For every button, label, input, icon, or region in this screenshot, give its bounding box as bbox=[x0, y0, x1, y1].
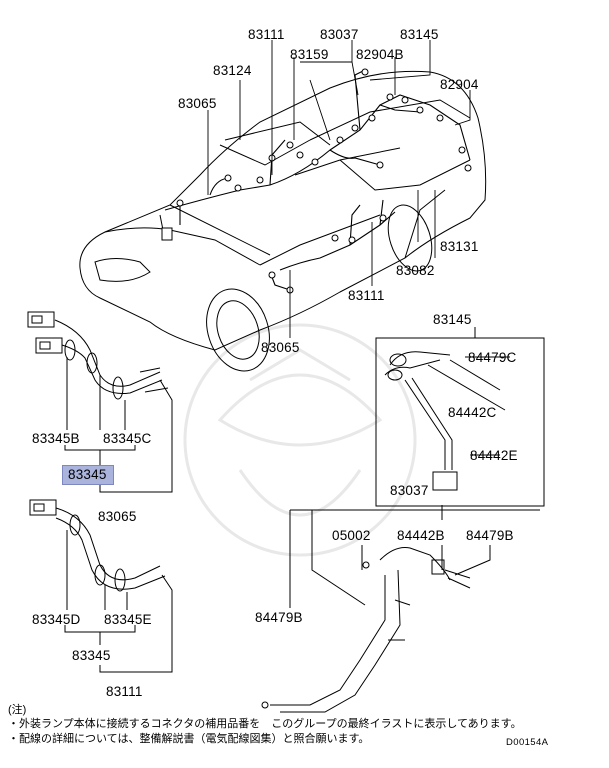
label-83159: 83159 bbox=[290, 47, 329, 62]
label-84442B: 84442B bbox=[397, 528, 445, 543]
label-83345E: 83345E bbox=[104, 612, 152, 627]
label-83111-mid: 83111 bbox=[348, 288, 385, 303]
label-84442C: 84442C bbox=[448, 405, 497, 420]
car-body bbox=[79, 70, 487, 372]
note-title: (注) bbox=[8, 704, 27, 716]
drawing-code: D00154A bbox=[506, 737, 549, 748]
pigtail-lower bbox=[29, 499, 173, 673]
label-83082: 83082 bbox=[396, 263, 435, 278]
label-83065-left: 83065 bbox=[98, 509, 137, 524]
label-83345B: 83345B bbox=[32, 431, 80, 446]
label-83065-mid: 83065 bbox=[261, 340, 300, 355]
watermark-emblem bbox=[183, 323, 417, 557]
label-82904: 82904 bbox=[440, 77, 479, 92]
label-83037-low: 83037 bbox=[390, 483, 429, 498]
note-line-2: ・配線の詳細については、整備解説書（電気配線図集）と照合願います。 bbox=[8, 733, 370, 745]
leader-lines-top bbox=[207, 40, 471, 338]
label-84479C: 84479C bbox=[468, 350, 517, 365]
label-84479B-right: 84479B bbox=[466, 528, 514, 543]
label-83111-top: 83111 bbox=[248, 27, 285, 42]
box-83145 bbox=[375, 327, 545, 507]
label-83124: 83124 bbox=[213, 63, 252, 78]
label-83345-highlighted[interactable]: 83345 bbox=[62, 465, 114, 485]
label-83065-top: 83065 bbox=[178, 96, 217, 111]
label-83037-top: 83037 bbox=[320, 27, 359, 42]
pigtail-upper bbox=[27, 311, 173, 493]
label-83145-top: 83145 bbox=[400, 27, 439, 42]
label-05002: 05002 bbox=[332, 528, 371, 543]
label-84479B-left: 84479B bbox=[255, 610, 303, 625]
label-84442E: 84442E bbox=[470, 448, 518, 463]
label-82904B: 82904B bbox=[356, 47, 404, 62]
harness-lower-right bbox=[261, 505, 540, 713]
note-line-1: ・外装ランプ本体に接続するコネクタの補用品番を このグループの最終イラストに表示… bbox=[8, 718, 522, 730]
label-83131: 83131 bbox=[440, 239, 479, 254]
label-83345C: 83345C bbox=[103, 431, 152, 446]
label-83145-box: 83145 bbox=[433, 312, 472, 327]
label-83345-low: 83345 bbox=[72, 648, 111, 663]
label-83345D: 83345D bbox=[32, 612, 81, 627]
label-83111-low: 83111 bbox=[106, 684, 143, 699]
